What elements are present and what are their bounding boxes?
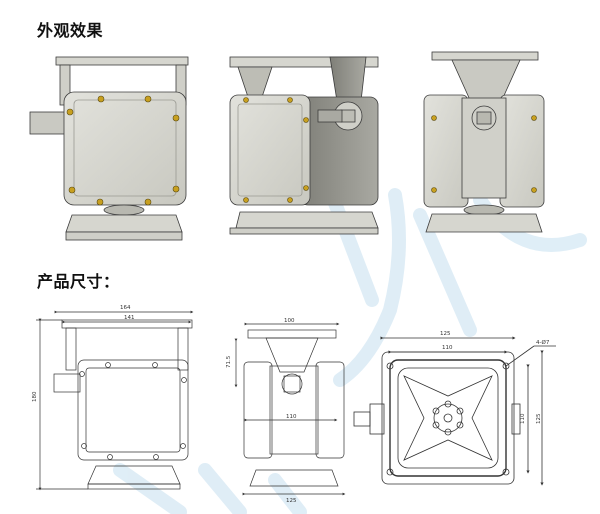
render-side-view [423,51,545,233]
dim-top-holes: 4-Ø7 [536,339,550,346]
dim-side-mid-width: 110 [286,414,297,420]
appearance-heading: 外观效果 [37,21,104,40]
dim-side-top-height: 71.5 [226,355,232,368]
dim-top-height-outer: 125 [536,413,542,424]
dim-front-height: 180 [32,391,38,402]
render-views [29,51,545,241]
dim-front-width-outer: 164 [120,305,131,311]
dim-top-height-inner: 110 [520,413,526,424]
dim-side-top-width: 100 [284,318,295,324]
render-front-view [29,56,189,241]
dim-top-width-outer: 125 [440,331,451,337]
dim-front-width-inner: 141 [124,315,135,321]
render-perspective-view [229,56,379,235]
dim-top-width-inner: 110 [442,345,453,351]
drawing-top [353,336,556,486]
dim-side-base-width: 125 [286,498,297,504]
drawing-front [36,310,194,491]
dimensions-heading: 产品尺寸： [37,272,120,291]
drawing-side [234,322,346,496]
